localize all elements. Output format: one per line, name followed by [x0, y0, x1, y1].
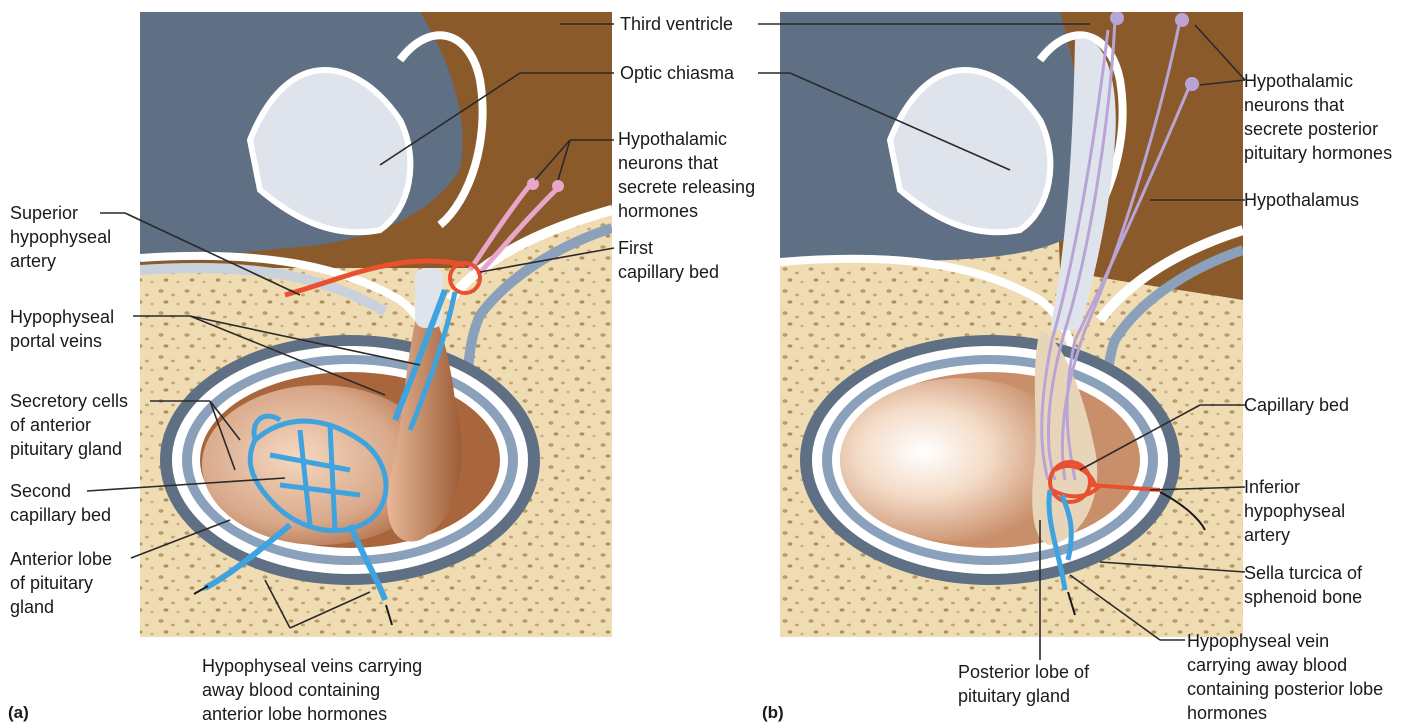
- label-optic-chiasma: Optic chiasma: [620, 61, 734, 85]
- panel-b-illustration: [780, 11, 1243, 637]
- label-first-capillary-bed: First capillary bed: [618, 236, 719, 284]
- panel-b-letter: (b): [762, 703, 784, 723]
- label-second-capillary-bed: Second capillary bed: [10, 479, 111, 527]
- label-secretory-cells: Secretory cells of anterior pituitary gl…: [10, 389, 128, 461]
- label-hypothalamic-releasing: Hypothalamic neurons that secrete releas…: [618, 127, 755, 223]
- label-hypophyseal-veins-anterior: Hypophyseal veins carrying away blood co…: [202, 654, 422, 726]
- label-capillary-bed: Capillary bed: [1244, 393, 1349, 417]
- panel-a-letter: (a): [8, 703, 29, 723]
- label-hypophyseal-portal-veins: Hypophyseal portal veins: [10, 305, 114, 353]
- label-hypothalamic-posterior: Hypothalamic neurons that secrete poster…: [1244, 69, 1392, 165]
- label-hypothalamus: Hypothalamus: [1244, 188, 1359, 212]
- label-inferior-hypophyseal-artery: Inferior hypophyseal artery: [1244, 475, 1345, 547]
- label-anterior-lobe: Anterior lobe of pituitary gland: [10, 547, 112, 619]
- label-posterior-lobe: Posterior lobe of pituitary gland: [958, 660, 1089, 708]
- label-third-ventricle: Third ventricle: [620, 12, 733, 36]
- label-superior-hypophyseal-artery: Superior hypophyseal artery: [10, 201, 111, 273]
- label-sella-turcica: Sella turcica of sphenoid bone: [1244, 561, 1362, 609]
- label-hypophyseal-vein-posterior: Hypophyseal vein carrying away blood con…: [1187, 629, 1383, 725]
